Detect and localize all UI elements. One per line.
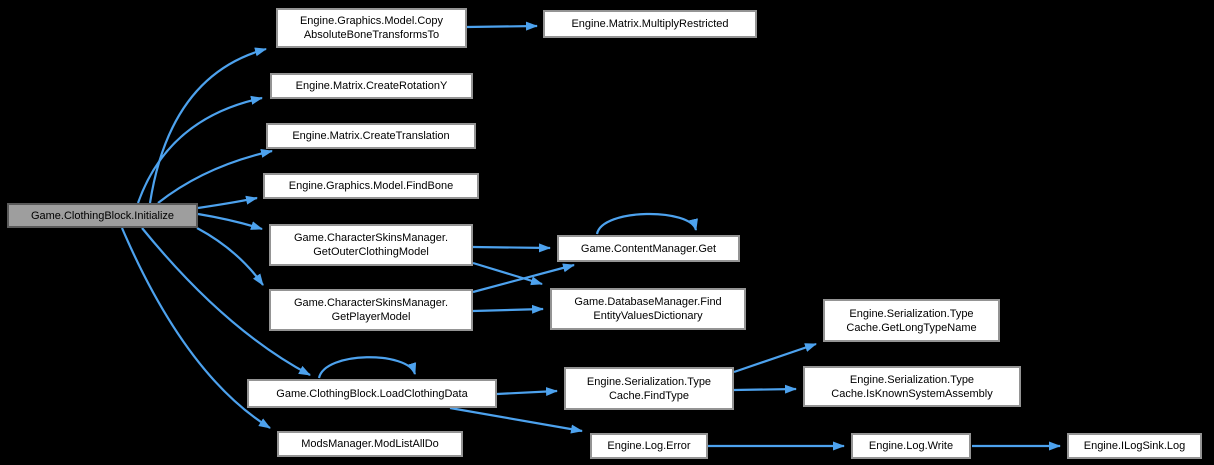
node-label-line: Engine.Graphics.Model.Copy: [299, 15, 444, 27]
edge-init-to-create-rotation-y: [136, 95, 263, 204]
node-label-line: Cache.GetLongTypeName: [846, 321, 977, 334]
node-label-line: Engine.Serialization.Type: [586, 375, 712, 388]
node-create-translation[interactable]: Engine.Matrix.CreateTranslation: [266, 123, 476, 149]
node-label-line: Engine.Serialization.Type: [849, 373, 975, 386]
node-label-line: Game.CharacterSkinsManager.: [293, 232, 449, 244]
node-label-line: GetPlayerModel: [331, 311, 411, 323]
edge-load-clothing-data-to-find-type: [496, 387, 558, 397]
node-label-line: Engine.Log.Write: [868, 440, 954, 452]
edge-content-get-to-content-get: [595, 212, 698, 235]
node-label-line: Engine.Matrix.CreateRotationY: [295, 80, 448, 92]
edge-copy-abs-to-multiply-restricted: [466, 21, 538, 31]
node-label-line: ModsManager.ModListAllDo: [301, 438, 439, 450]
node-label-line: Game.DatabaseManager.Find: [574, 296, 722, 308]
node-label-line: Cache.FindType: [608, 389, 690, 402]
node-label-line: Engine.Serialization.Type: [849, 307, 974, 320]
node-get-outer-clothing-model[interactable]: Game.CharacterSkinsManager. GetOuterCloth…: [269, 224, 473, 266]
node-label-line: Engine.ILogSink.Log: [1083, 440, 1186, 452]
edge-load-clothing-data-to-log-error: [449, 406, 583, 434]
node-find-bone[interactable]: Engine.Graphics.Model.FindBone: [263, 173, 479, 199]
edge-get-outer-clothing-model-to-db-find-entity-values: [472, 261, 543, 286]
edge-load-clothing-data-to-load-clothing-data: [317, 356, 417, 379]
node-label-line: AbsoluteBoneTransformsTo: [303, 29, 440, 41]
node-label-line: Engine.Matrix.MultiplyRestricted: [571, 18, 729, 30]
edge-init-to-mod-list-all-do: [120, 227, 271, 429]
edge-init-to-get-outer-clothing-model: [197, 212, 263, 231]
edge-init-to-create-translation: [157, 149, 273, 204]
node-label-line: Game.ClothingBlock.Initialize: [30, 209, 175, 222]
node-label-line: Cache.IsKnownSystemAssembly: [831, 387, 993, 400]
node-init: Game.ClothingBlock.Initialize: [7, 203, 198, 228]
node-multiply-restricted[interactable]: Engine.Matrix.MultiplyRestricted: [543, 10, 757, 38]
edge-find-type-to-is-known-system-assembly: [733, 384, 797, 394]
node-label-line: GetOuterClothingModel: [313, 246, 429, 258]
edge-get-player-model-to-content-get: [472, 263, 575, 294]
node-content-get[interactable]: Game.ContentManager.Get: [557, 235, 740, 262]
edge-get-player-model-to-db-find-entity-values: [472, 304, 544, 314]
node-ilogsink-log[interactable]: Engine.ILogSink.Log: [1067, 433, 1202, 459]
edge-get-outer-clothing-model-to-content-get: [472, 243, 551, 253]
node-label-line: Engine.Log.Error: [607, 440, 691, 452]
edge-init-to-find-bone: [197, 195, 258, 210]
node-label-line: Game.ContentManager.Get: [580, 242, 717, 255]
edge-find-type-to-get-long-type-name: [733, 342, 817, 374]
node-log-write[interactable]: Engine.Log.Write: [851, 433, 971, 459]
node-label-line: Game.CharacterSkinsManager.: [293, 297, 449, 309]
node-log-error[interactable]: Engine.Log.Error: [590, 433, 708, 459]
node-label-line: Game.ClothingBlock.LoadClothingData: [276, 387, 468, 400]
edge-init-to-copy-abs: [148, 47, 267, 204]
node-mod-list-all-do[interactable]: ModsManager.ModListAllDo: [277, 431, 463, 457]
edge-init-to-get-player-model: [196, 227, 264, 286]
node-label-line: Engine.Graphics.Model.FindBone: [288, 180, 454, 192]
edge-init-to-load-clothing-data: [141, 227, 311, 376]
node-label-line: EntityValuesDictionary: [593, 310, 703, 322]
node-label-line: Engine.Matrix.CreateTranslation: [292, 130, 450, 142]
node-create-rotation-y[interactable]: Engine.Matrix.CreateRotationY: [270, 73, 473, 99]
node-get-player-model[interactable]: Game.CharacterSkinsManager. GetPlayerMode…: [269, 289, 473, 331]
node-load-clothing-data[interactable]: Game.ClothingBlock.LoadClothingData: [247, 379, 497, 408]
